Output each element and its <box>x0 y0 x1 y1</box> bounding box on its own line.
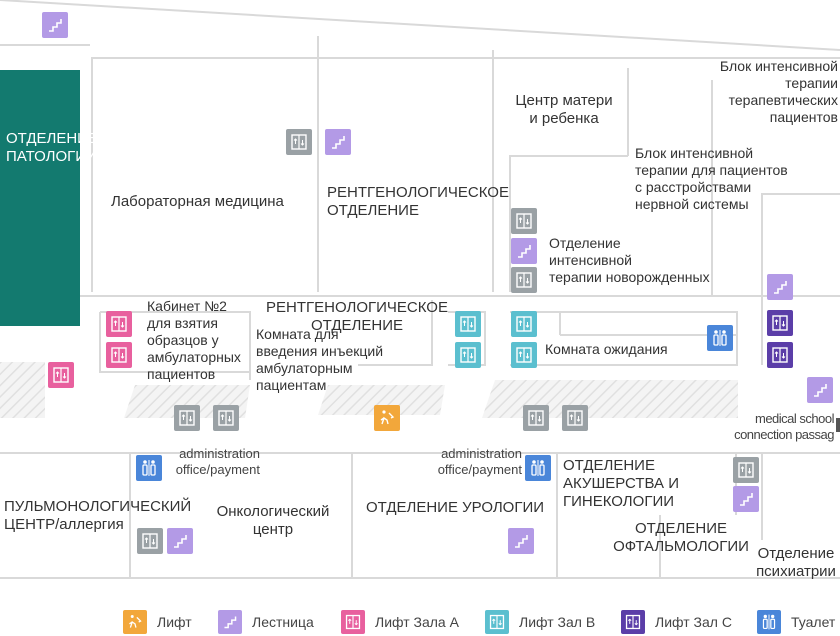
elevator-hall-c-icon <box>621 610 645 634</box>
elevator-hall-b-icon <box>511 311 537 337</box>
admin-right-label: administration office/payment <box>437 446 522 477</box>
elevator-icon <box>286 129 312 155</box>
restroom-icon <box>136 455 162 481</box>
stairs-icon <box>733 486 759 512</box>
admin-left-label: administration office/payment <box>175 446 260 477</box>
urology-label: ОТДЕЛЕНИЕ УРОЛОГИИ <box>366 499 545 516</box>
elevator-icon <box>523 405 549 431</box>
elevator-hall-b-icon <box>455 311 481 337</box>
stairs-icon <box>167 528 193 554</box>
stairs-icon <box>508 528 534 554</box>
elevator-hall-a-icon <box>48 362 74 388</box>
restroom-icon <box>757 610 781 634</box>
elevator-icon <box>733 457 759 483</box>
elevator-hall-a-icon <box>106 311 132 337</box>
psychiatry-label: Отделение психиатрии <box>756 545 836 580</box>
elevator-hall-c-icon <box>767 342 793 368</box>
elevator-hall-b-icon <box>485 610 509 634</box>
elevator-hall-c-icon <box>767 310 793 336</box>
elevator-icon <box>213 405 239 431</box>
obgyn-label: ОТДЕЛЕНИЕ АКУШЕРСТВА И ГИНЕКОЛОГИИ <box>563 457 679 510</box>
nicu-label: Отделение интенсивной терапии новорожден… <box>549 235 710 285</box>
restroom-icon <box>707 325 733 351</box>
legend-label: Лифт <box>157 614 192 630</box>
pathology-block <box>0 70 80 326</box>
elevator-icon <box>511 208 537 234</box>
pathology-label: ОТДЕЛЕНИЕ ПАТОЛОГИИ <box>6 130 98 165</box>
legend-label: Лифт Зал С <box>655 614 732 630</box>
icu-therapeutic-label: Блок интенсивной терапии терапевтических… <box>719 58 838 125</box>
elevator-icon <box>137 528 163 554</box>
injection-room-label: Комната для введения инъекций амбулаторн… <box>256 326 384 393</box>
elevator-hall-b-icon <box>455 342 481 368</box>
legend-label: Лифт Зала А <box>375 614 459 630</box>
elevator-icon <box>123 610 147 634</box>
legend-label: Лестница <box>252 614 314 630</box>
legend-label: Туалет <box>791 614 836 630</box>
icu-neuro-label: Блок интенсивной терапии для пациентов с… <box>635 145 788 212</box>
stairs-icon <box>511 238 537 264</box>
stairs-icon <box>807 377 833 403</box>
medical-school-label: medical school connection passag <box>734 411 834 442</box>
radiology-upper-label: РЕНТГЕНОЛОГИЧЕСКОЕ ОТДЕЛЕНИЕ <box>327 184 509 219</box>
legend-label: Лифт Зал В <box>519 614 596 630</box>
sampling-room-label: Кабинет №2 для взятия образцов у амбулат… <box>147 298 241 382</box>
elevator-icon <box>511 267 537 293</box>
elevator-icon <box>562 405 588 431</box>
stairs-icon <box>767 274 793 300</box>
lab-medicine-label: Лабораторная медицина <box>111 193 284 210</box>
elevator-hall-b-icon <box>511 342 537 368</box>
elevator-icon <box>174 405 200 431</box>
ophthalmology-label: ОТДЕЛЕНИЕ ОФТАЛЬМОЛОГИИ <box>613 520 749 555</box>
stairs-icon <box>218 610 242 634</box>
stairs-icon <box>325 129 351 155</box>
elevator-hall-a-icon <box>106 342 132 368</box>
restroom-icon <box>525 455 551 481</box>
elevator-hall-a-icon <box>341 610 365 634</box>
oncology-label: Онкологический центр <box>216 503 330 538</box>
pulmonology-label: ПУЛЬМОНОЛОГИЧЕСКИЙ ЦЕНТР/аллергия <box>4 498 192 533</box>
elevator-icon <box>374 405 400 431</box>
waiting-room-label: Комната ожидания <box>545 341 668 357</box>
stairs-icon <box>42 12 68 38</box>
radiology-lower-label: РЕНТГЕНОЛОГИЧЕСКОЕ ОТДЕЛЕНИЕ <box>266 299 448 334</box>
mother-child-label: Центр матери и ребенка <box>515 92 613 127</box>
